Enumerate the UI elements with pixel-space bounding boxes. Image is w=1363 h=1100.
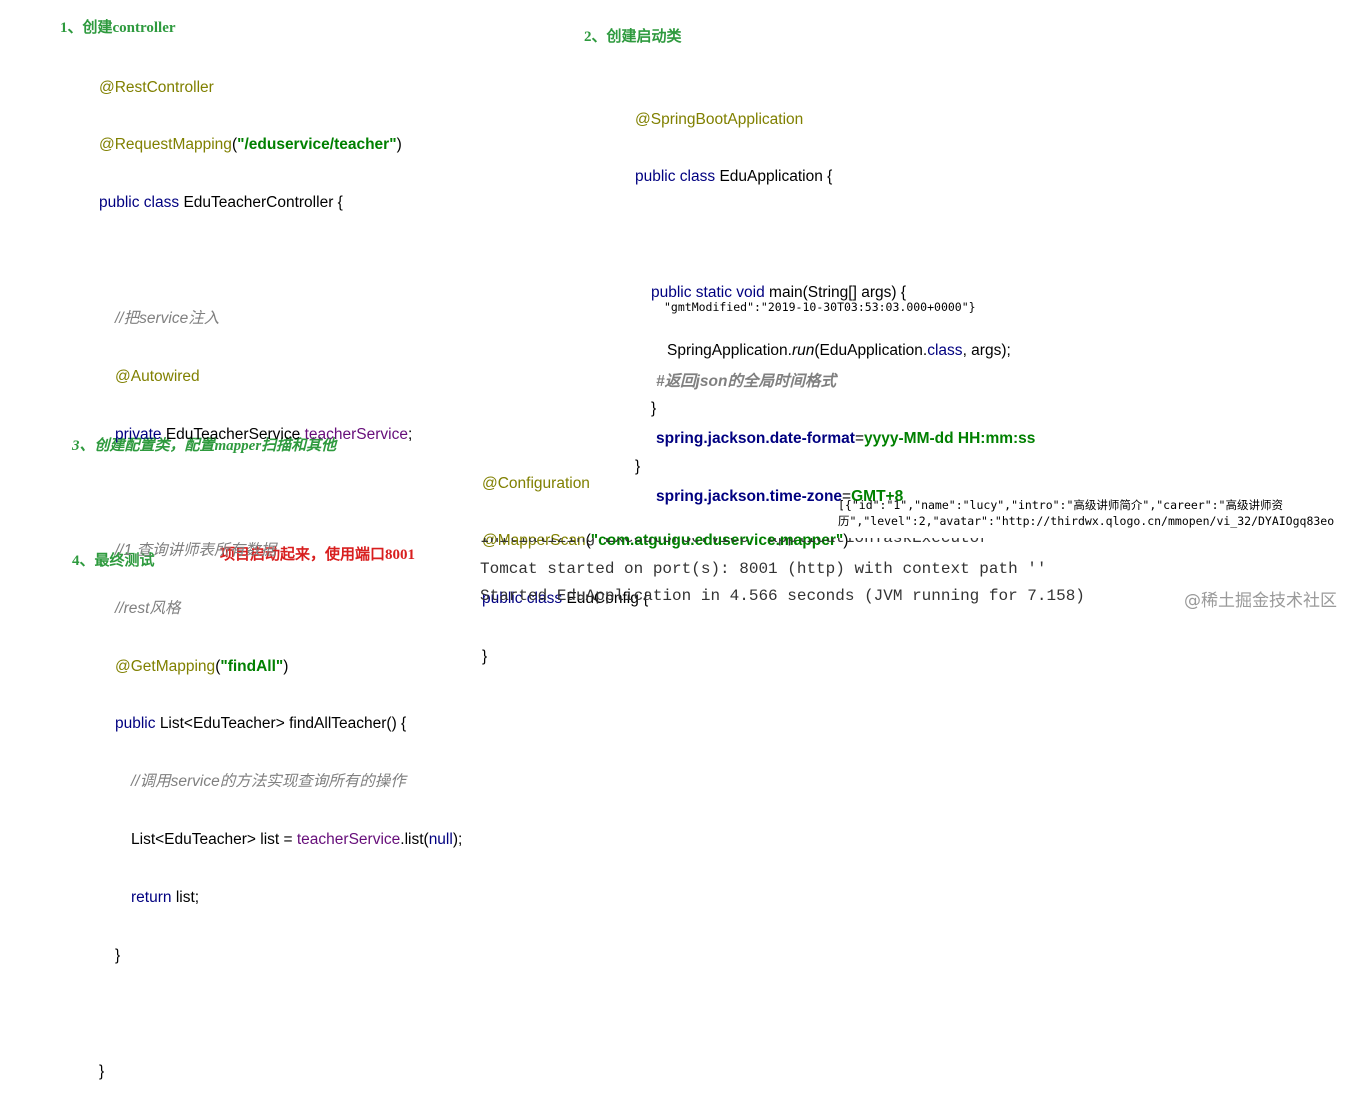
code-line: public class EduTeacherController { <box>99 194 343 212</box>
heading-create-config-class: 3、创建配置类，配置mapper扫描和其他 <box>72 438 337 454</box>
annotation: @SpringBootApplication <box>635 110 804 128</box>
code-line: //rest风格 <box>99 599 462 618</box>
code-line: @RestController <box>99 78 462 97</box>
controller-code-block: @RestController @RequestMapping("/eduser… <box>99 39 462 1100</box>
keyword: public <box>115 715 160 733</box>
comment: //把service注入 <box>115 310 220 328</box>
property-key: spring.jackson.time-zone <box>656 488 843 506</box>
code-line: } <box>635 457 641 475</box>
field: teacherService <box>304 425 408 443</box>
console-started-line: Started EduApplication in 4.566 seconds … <box>480 587 1085 605</box>
annotation: @MapperScan <box>482 532 586 550</box>
code-line: @SpringBootApplication <box>635 110 1011 129</box>
heading-create-controller: 1、创建controller <box>60 20 176 36</box>
annotation: @RestController <box>99 78 214 96</box>
string-literal: "com.atguigu.eduservice.mapper" <box>590 532 844 550</box>
code-line: public class EduApplication { <box>635 168 833 186</box>
keyword: public class <box>635 168 720 186</box>
annotation: @Autowired <box>115 368 200 386</box>
code-line: spring.jackson.time-zone=GMT+8 <box>656 488 904 506</box>
keyword: class <box>927 342 963 360</box>
code-line: SpringApplication.run(EduApplication.cla… <box>667 342 1011 360</box>
code-line: } <box>482 648 488 666</box>
properties-block: #返回json的全局时间格式 spring.jackson.date-forma… <box>656 333 1035 526</box>
keyword: private <box>115 425 166 443</box>
field: teacherService <box>296 831 401 849</box>
code-line: @Configuration <box>482 474 848 493</box>
code-line: public List<EduTeacher> findAllTeacher()… <box>115 715 407 733</box>
property-value: yyyy-MM-dd HH:mm:ss <box>864 430 1036 448</box>
keyword: public static void <box>651 284 770 302</box>
keyword: return <box>131 889 176 907</box>
code-line: } <box>651 400 657 418</box>
json-time-sample: "gmtModified":"2019-10-30T03:53:03.000+0… <box>664 300 976 314</box>
keyword: public class <box>99 194 184 212</box>
property-key: spring.jackson.date-format <box>656 430 855 448</box>
code-line: //调用service的方法实现查询所有的操作 <box>99 772 462 791</box>
comment: //调用service的方法实现查询所有的操作 <box>131 773 406 791</box>
console-cut-line-wrapper: Initializing ExecutorService 'applicatio… <box>470 538 1040 551</box>
annotation: @GetMapping <box>115 657 216 675</box>
heading-create-startup-class: 2、创建启动类 <box>584 29 682 45</box>
heading-final-test: 4、最终测试 <box>72 553 155 569</box>
code-line: public static void main(String[] args) { <box>651 284 906 302</box>
string-literal: "findAll" <box>220 657 284 675</box>
code-line: } <box>115 946 121 964</box>
console-cut-line: Initializing ExecutorService 'applicatio… <box>480 538 999 547</box>
comment: //1 查询讲师表所有数据 <box>115 541 277 559</box>
annotation: @Configuration <box>482 474 590 492</box>
property-value: GMT+8 <box>851 488 904 506</box>
string-literal: "/eduservice/teacher" <box>237 136 397 154</box>
startup-port-note: 项目启动起来，使用端口8001 <box>220 547 416 563</box>
application-code-block: @SpringBootApplication public class EduA… <box>635 71 1011 496</box>
code-line: @RequestMapping("/eduservice/teacher") <box>99 136 402 154</box>
json-result: [{"id":"1","name":"lucy","intro":"高级讲师简介… <box>838 497 1334 529</box>
code-line: @Autowired <box>99 367 462 386</box>
annotation: @RequestMapping <box>99 136 232 154</box>
code-line: @MapperScan("com.atguigu.eduservice.mapp… <box>482 532 849 550</box>
code-line: List<EduTeacher> list = teacherService.l… <box>131 831 463 849</box>
keyword: public class <box>482 590 567 608</box>
code-line: } <box>99 1062 105 1080</box>
json-result-line: [{"id":"1","name":"lucy","intro":"高级讲师简介… <box>838 498 1283 512</box>
code-line: //把service注入 <box>99 309 462 328</box>
comment: #返回json的全局时间格式 <box>656 372 836 390</box>
keyword: null <box>428 831 453 849</box>
json-result-line: 历","level":2,"avatar":"http://thirdwx.ql… <box>838 514 1335 528</box>
console-tomcat-line: Tomcat started on port(s): 8001 (http) w… <box>480 560 1047 578</box>
code-line: #返回json的全局时间格式 <box>656 372 1035 391</box>
comment: //rest风格 <box>115 599 181 617</box>
code-line: @GetMapping("findAll") <box>115 657 289 675</box>
code-line: public class EduConfig { <box>482 590 649 608</box>
watermark: @稀土掘金技术社区 <box>1184 591 1337 611</box>
config-code-block: @Configuration @MapperScan("com.atguigu.… <box>482 435 848 686</box>
code-line: //1 查询讲师表所有数据 <box>99 541 462 560</box>
code-line: return list; <box>131 889 200 907</box>
code-line: spring.jackson.date-format=yyyy-MM-dd HH… <box>656 430 1036 448</box>
code-line: private EduTeacherService teacherService… <box>115 425 413 443</box>
